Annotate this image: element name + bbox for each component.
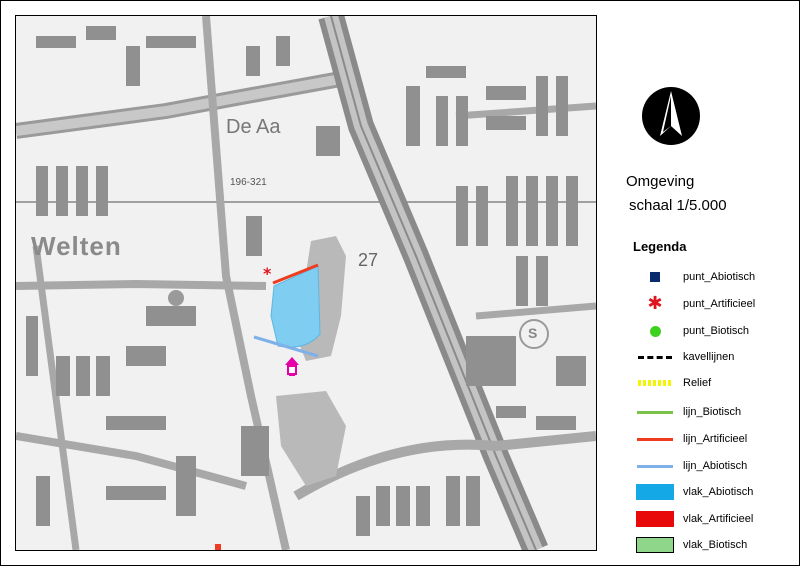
town-name-label: Welten (31, 231, 122, 261)
line-icon (637, 464, 673, 468)
map-title: Omgeving (626, 173, 695, 190)
legend-item-relief: Relief (631, 373, 711, 393)
legend-item-punt-biotisch: punt_Biotisch (631, 321, 749, 341)
legend-title: Legenda (633, 239, 687, 254)
legend-item-vlak-abiotisch: vlak_Abiotisch (631, 482, 753, 502)
legend-label: lijn_Artificieel (683, 433, 748, 445)
fill-swatch-icon (636, 484, 674, 500)
legend-label: vlak_Artificieel (683, 513, 754, 525)
north-arrow-icon (642, 87, 700, 145)
poi-symbol-label: S (528, 325, 538, 341)
legend-label: lijn_Abiotisch (683, 460, 748, 472)
grid-ref-label: 196-321 (230, 177, 267, 188)
number-label: 27 (358, 250, 379, 270)
legend-item-punt-abiotisch: punt_Abiotisch (631, 267, 755, 287)
area-name-label: De Aa (226, 116, 281, 138)
legend-label: lijn_Biotisch (683, 406, 742, 418)
topographic-map[interactable]: * De Aa Welten 196-321 27 S (15, 15, 597, 551)
legend-label: vlak_Biotisch (683, 539, 748, 551)
map-scale: schaal 1/5.000 (629, 197, 727, 214)
road-west (16, 279, 267, 290)
circle-icon (649, 325, 661, 337)
legend-item-lijn-abiotisch: lijn_Abiotisch (631, 456, 747, 476)
hatched-line-icon (638, 380, 672, 386)
legend-item-lijn-artificieel: lijn_Artificieel (631, 429, 747, 449)
legend-label: Relief (683, 377, 712, 389)
park-patch-south (276, 391, 346, 486)
artificial-point: * (263, 264, 272, 283)
buildings (26, 26, 586, 536)
legend-label: punt_Artificieel (683, 298, 756, 310)
dashed-line-icon (638, 355, 672, 359)
line-icon (637, 410, 673, 414)
location-marker (285, 357, 299, 376)
legend-item-punt-artificieel: ✱ punt_Artificieel (631, 294, 755, 314)
legend-item-vlak-artificieel: vlak_Artificieel (631, 509, 753, 529)
asterisk-icon: ✱ (647, 293, 663, 314)
legend-label: kavellijnen (683, 351, 735, 363)
legend-label: vlak_Abiotisch (683, 486, 754, 498)
legend-item-vlak-biotisch: vlak_Biotisch (631, 535, 747, 555)
fill-swatch-icon (636, 537, 674, 553)
fill-swatch-icon (636, 511, 674, 527)
artificial-line (272, 263, 319, 285)
map-sidebar: Omgeving schaal 1/5.000 Legenda punt_Abi… (601, 1, 799, 565)
legend-label: punt_Abiotisch (683, 271, 756, 283)
legend-item-kavellijnen: kavellijnen (631, 347, 734, 367)
abiotic-line (253, 335, 319, 358)
pond-area (270, 265, 321, 348)
square-icon (650, 272, 660, 282)
legend-label: punt_Biotisch (683, 325, 750, 337)
map-canvas: * (16, 16, 596, 550)
line-icon (637, 437, 673, 441)
legend-item-lijn-biotisch: lijn_Biotisch (631, 402, 741, 422)
